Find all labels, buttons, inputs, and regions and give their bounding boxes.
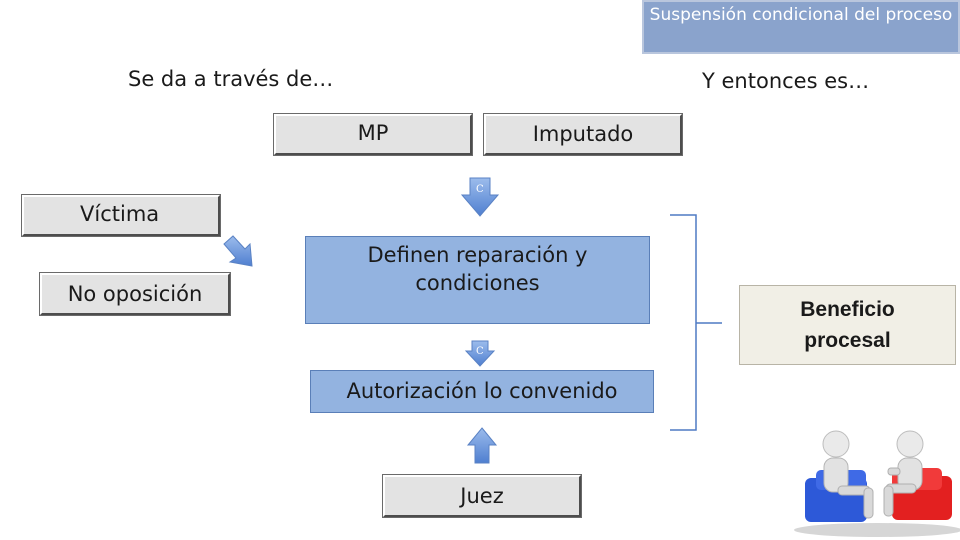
definen-line2: condiciones [415, 271, 540, 295]
diagonal-arrow-icon [223, 235, 253, 267]
beneficio-line1: Beneficio [800, 298, 895, 321]
up-arrow-icon [466, 427, 498, 464]
victima-box: Víctima [22, 195, 220, 236]
right-heading: Y entonces es… [702, 69, 870, 93]
victima-label: Víctima [80, 202, 160, 226]
no-oposicion-box: No oposición [40, 273, 230, 315]
imputado-label: Imputado [532, 122, 634, 146]
juez-label: Juez [460, 484, 504, 508]
arrow-bottom-label: C [476, 346, 484, 357]
juez-box: Juez [383, 475, 581, 517]
definen-box: Definen reparación y condiciones [305, 236, 650, 324]
diagram-title: Suspensión condicional del proceso [642, 0, 960, 54]
grouping-bracket [670, 214, 722, 431]
imputado-box: Imputado [484, 114, 682, 155]
autorizacion-label: Autorización lo convenido [346, 379, 618, 403]
two-people-chairs-icon [794, 430, 960, 537]
definen-line1: Definen reparación y [367, 243, 588, 267]
arrow-top-label: C [476, 184, 484, 195]
left-heading: Se da a través de… [128, 67, 334, 91]
down-arrow-icon: C [460, 177, 500, 217]
small-down-arrow-icon: C [464, 340, 496, 367]
autorizacion-box: Autorización lo convenido [310, 370, 654, 413]
beneficio-procesal-box: Beneficio procesal [739, 285, 956, 365]
beneficio-line2: procesal [804, 329, 891, 352]
no-oposicion-label: No oposición [67, 282, 203, 306]
mp-label: MP [357, 121, 389, 145]
mp-box: MP [274, 114, 472, 155]
